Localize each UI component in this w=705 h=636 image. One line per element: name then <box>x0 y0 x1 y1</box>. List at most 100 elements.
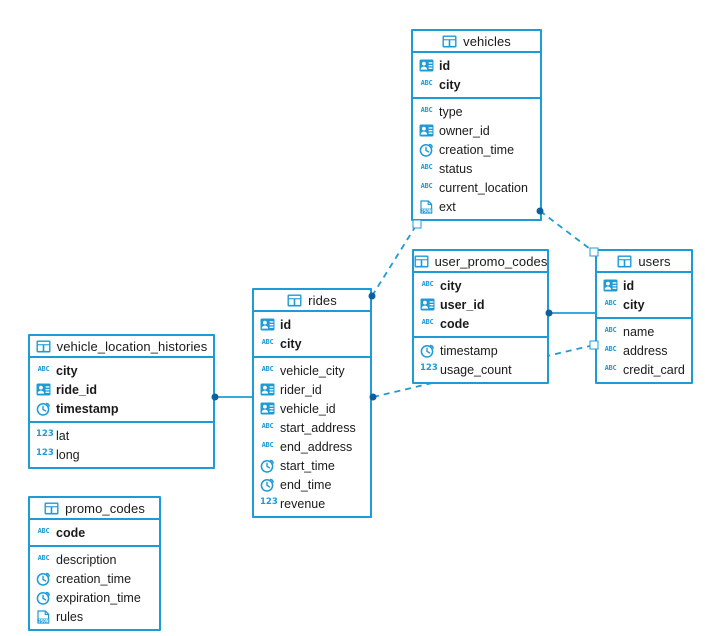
abc-icon: ABC <box>420 79 433 87</box>
column-row[interactable]: start_time <box>254 456 370 475</box>
column-name: start_time <box>280 458 335 473</box>
json-document-icon: JSON <box>419 199 434 214</box>
id-badge-icon <box>260 402 275 415</box>
clock-icon <box>420 344 435 358</box>
column-row[interactable]: expiration_time <box>30 588 159 607</box>
column-row[interactable]: id <box>413 56 540 75</box>
column-row[interactable]: rider_id <box>254 380 370 399</box>
column-row[interactable]: vehicle_id <box>254 399 370 418</box>
column-row[interactable]: ABC status <box>413 159 540 178</box>
column-row[interactable]: ABC city <box>413 75 540 94</box>
column-row[interactable]: creation_time <box>413 140 540 159</box>
number-123-icon: 123 <box>36 448 54 458</box>
relationship-endpoint-dot <box>368 292 376 300</box>
column-name: ride_id <box>56 382 97 397</box>
column-row[interactable]: ABC code <box>414 314 547 333</box>
relationship-line-rides-to-vehicles <box>371 223 418 297</box>
column-name: end_address <box>280 439 353 454</box>
id-badge-icon <box>260 318 275 331</box>
column-name: code <box>440 316 470 331</box>
column-name: revenue <box>280 496 326 511</box>
column-row[interactable]: ride_id <box>30 380 213 399</box>
column-name: creation_time <box>56 571 132 586</box>
abc-icon: ABC <box>37 554 50 562</box>
table-header[interactable]: rides <box>254 290 370 312</box>
relationship-endpoint-square <box>412 219 422 229</box>
column-name: timestamp <box>56 401 119 416</box>
relationship-endpoint-square <box>589 247 599 257</box>
id-badge-icon <box>36 383 51 396</box>
table-grid-icon <box>617 255 632 268</box>
column-name: status <box>439 161 473 176</box>
abc-icon: ABC <box>420 106 433 114</box>
id-badge-icon <box>419 124 434 137</box>
table-header[interactable]: vehicle_location_histories <box>30 336 213 358</box>
clock-icon <box>36 402 51 416</box>
table-title: vehicle_location_histories <box>56 338 208 354</box>
column-name: usage_count <box>440 362 512 377</box>
column-row[interactable]: end_time <box>254 475 370 494</box>
column-row[interactable]: timestamp <box>30 399 213 418</box>
table-title: rides <box>308 292 337 308</box>
column-name: description <box>56 552 117 567</box>
column-name: city <box>439 77 461 92</box>
id-badge-icon <box>420 298 435 311</box>
number-123-icon: 123 <box>420 363 438 373</box>
column-row[interactable]: JSON ext <box>413 197 540 216</box>
clock-icon <box>36 591 51 605</box>
column-name: code <box>56 525 86 540</box>
column-row[interactable]: ABC description <box>30 550 159 569</box>
table-grid-icon <box>414 255 429 268</box>
abc-icon: ABC <box>421 318 434 326</box>
column-row[interactable]: user_id <box>414 295 547 314</box>
id-badge-icon <box>419 59 434 72</box>
column-row[interactable]: id <box>597 276 691 295</box>
column-name: user_id <box>440 297 485 312</box>
relationship-line-vehicles-to-users <box>539 210 595 253</box>
table-header[interactable]: promo_codes <box>30 498 159 520</box>
abc-icon: ABC <box>420 182 433 190</box>
table-header[interactable]: users <box>597 251 691 273</box>
relationship-endpoint-square <box>589 340 599 350</box>
table-header[interactable]: vehicles <box>413 31 540 53</box>
column-row[interactable]: timestamp <box>414 341 547 360</box>
column-row[interactable]: creation_time <box>30 569 159 588</box>
clock-icon <box>260 478 275 492</box>
table-header[interactable]: user_promo_codes <box>414 251 547 273</box>
column-name: ext <box>439 199 456 214</box>
column-row[interactable]: id <box>254 315 370 334</box>
column-row[interactable]: owner_id <box>413 121 540 140</box>
abc-icon: ABC <box>420 163 433 171</box>
id-badge-icon <box>260 383 275 396</box>
column-name: creation_time <box>439 142 515 157</box>
